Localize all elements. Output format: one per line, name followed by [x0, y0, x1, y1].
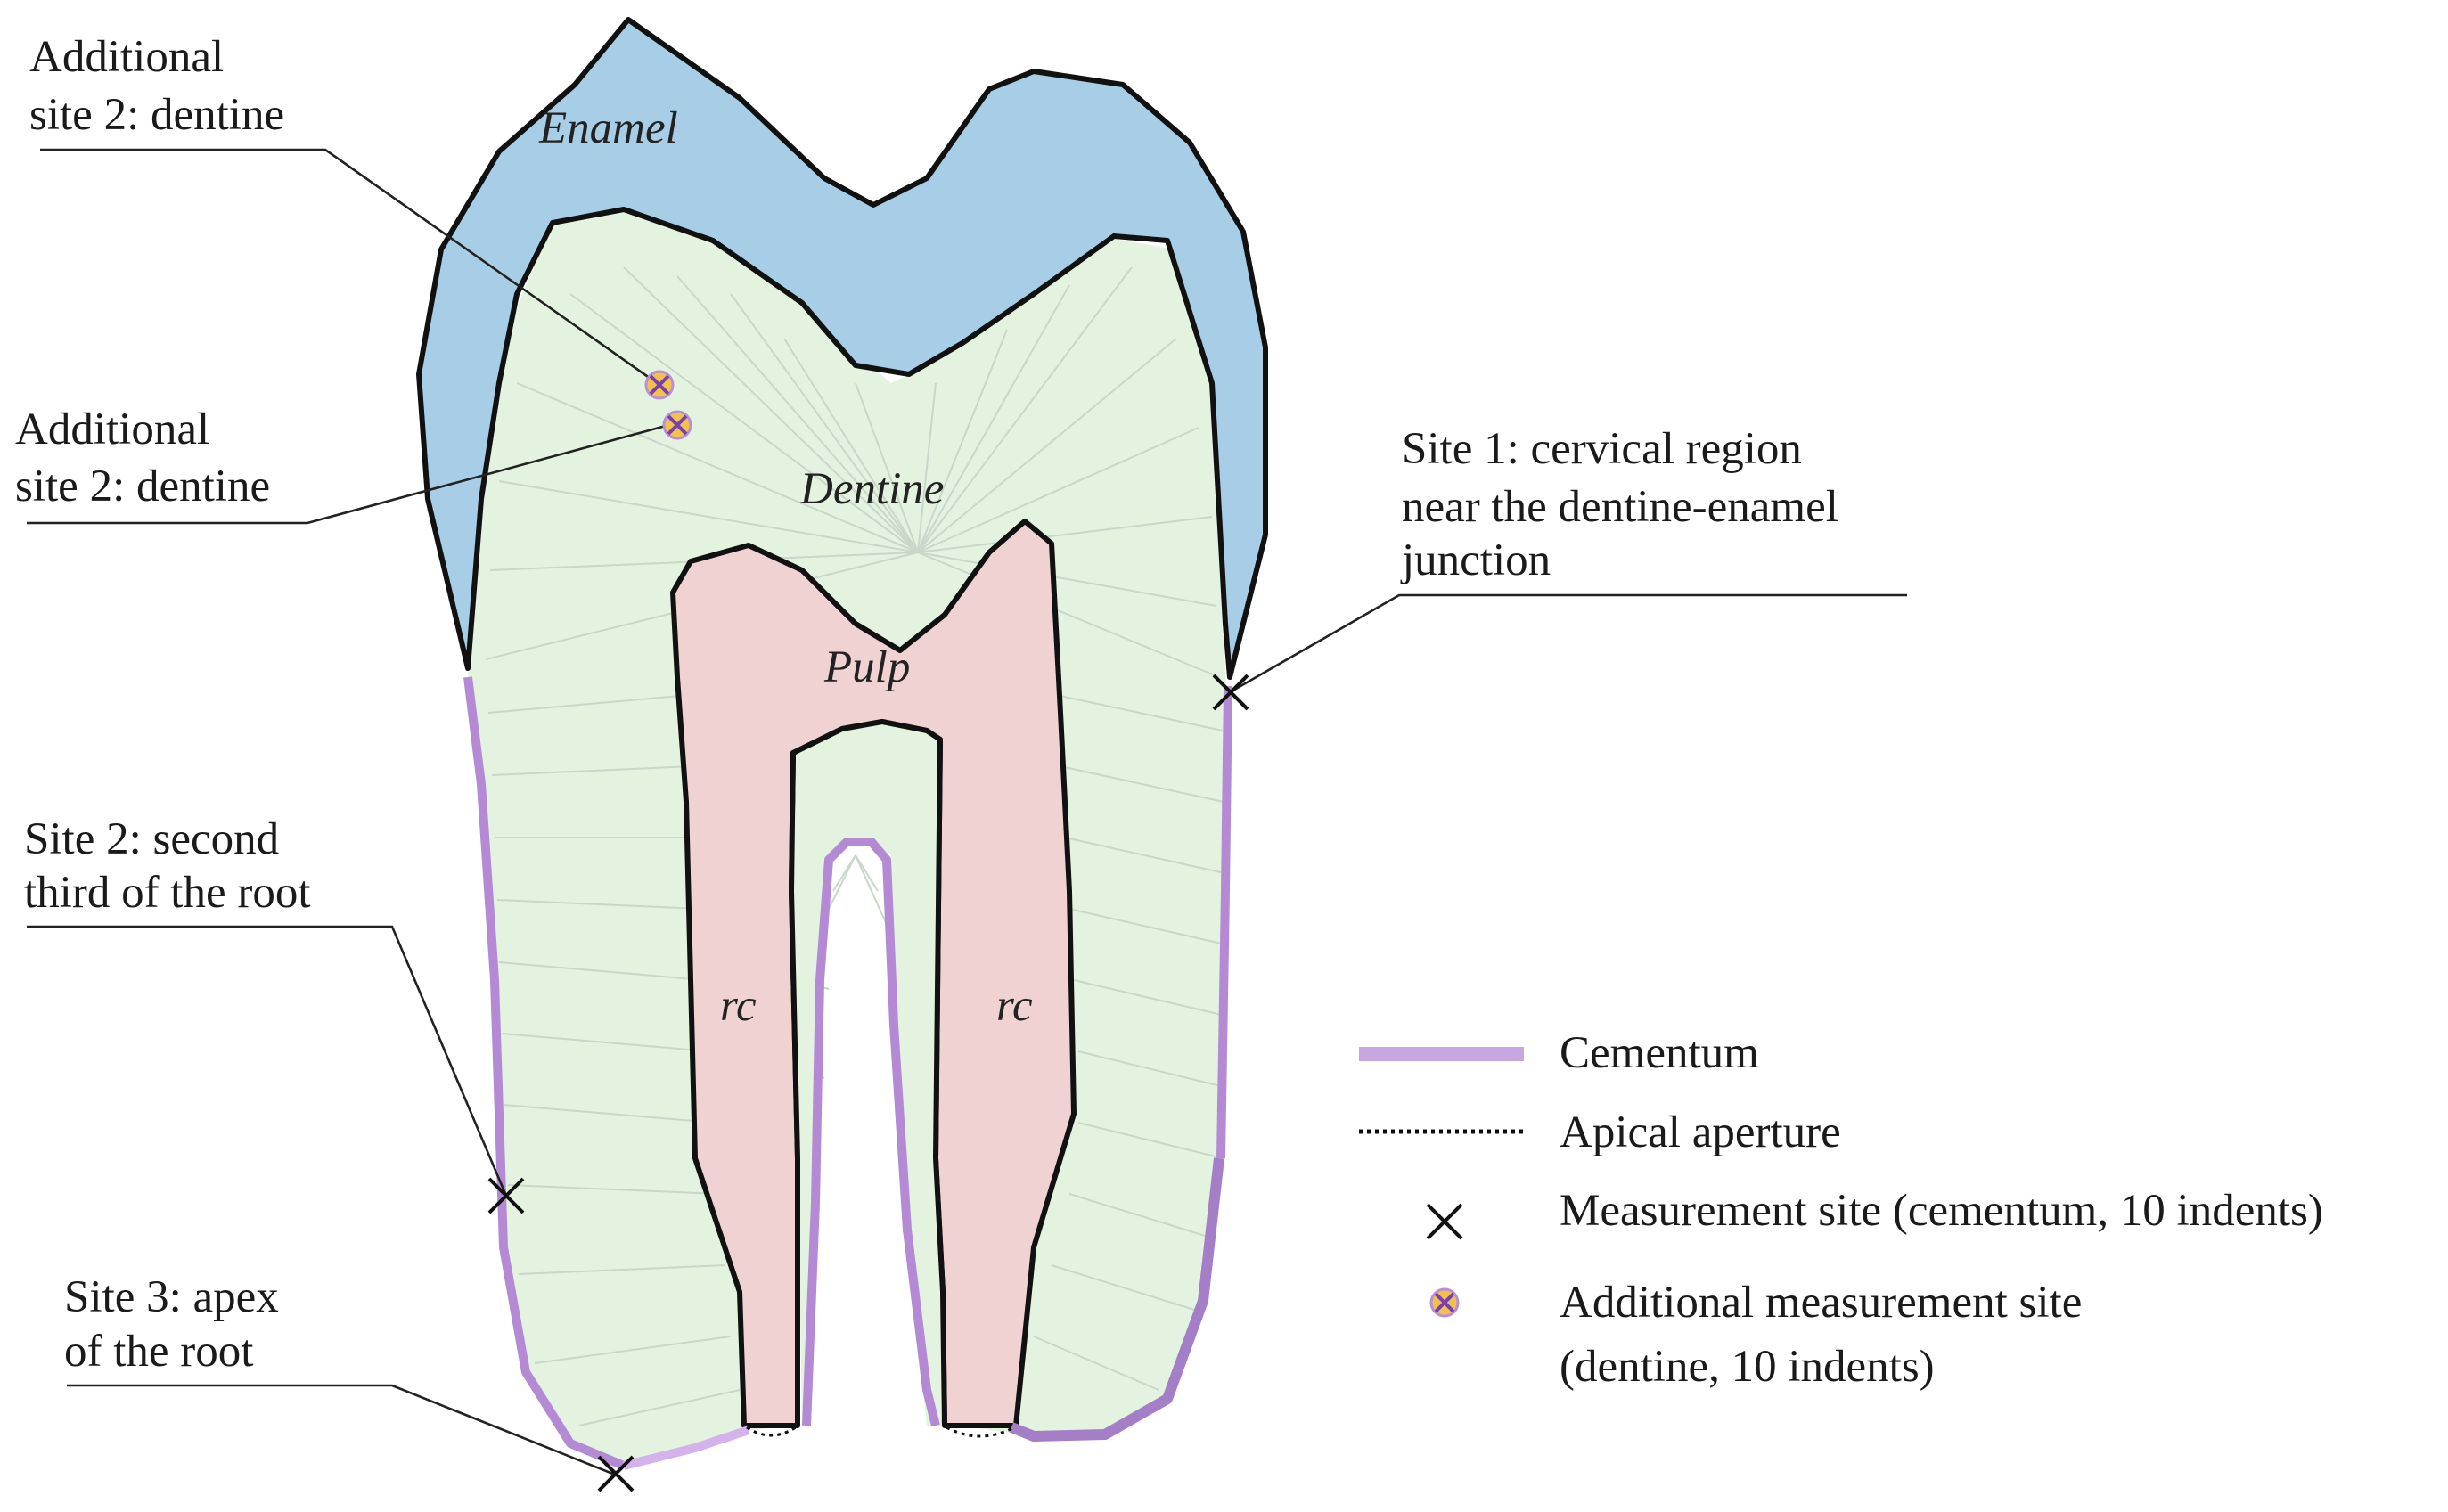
site1-label-line1: Site 1: cervical region: [1402, 424, 1802, 474]
additional-site-upper-label-line2: site 2: dentine: [29, 90, 284, 140]
site1-leader: [1229, 593, 1907, 694]
cementum-left-apex: [622, 1426, 750, 1470]
dentinal-tubules: [485, 266, 1226, 1426]
root-canal-left-label: rc: [720, 981, 757, 1031]
site2-measurement-marker: [487, 1177, 525, 1214]
legend-additional-site-icon: [1429, 1287, 1460, 1318]
site3-measurement-marker: [597, 1455, 635, 1492]
legend-apical-aperture-label: Apical aperture: [1560, 1107, 1841, 1157]
pulp-label: Pulp: [823, 642, 910, 692]
enamel-label: Enamel: [538, 103, 678, 153]
additional-site-lower-label-line2: site 2: dentine: [15, 462, 270, 511]
additional-site-upper-label-line1: Additional: [29, 32, 224, 82]
enamel-region: [416, 17, 1268, 680]
legend-additional-site-label-line1: Additional measurement site: [1560, 1278, 2082, 1328]
dentine-label: Dentine: [799, 464, 944, 514]
site3-label-line2: of the root: [64, 1327, 253, 1377]
legend: Cementum Apical aperture Measurement sit…: [1359, 1028, 2323, 1392]
legend-cementum-label: Cementum: [1560, 1028, 1759, 1078]
site3-leader: [67, 1384, 616, 1476]
interradicular-cementum: [802, 838, 940, 1427]
additional-measurement-marker-2: [662, 410, 692, 440]
additional-site-lower-label-line1: Additional: [15, 405, 209, 454]
root-septum: [791, 722, 945, 1426]
cementum-right: [1216, 685, 1232, 1159]
site1-label-line2: near the dentine-enamel: [1402, 482, 1838, 532]
legend-additional-site-label-line2: (dentine, 10 indents): [1560, 1342, 1935, 1392]
root-septum-outline: [789, 719, 947, 1426]
site2-label-line1: Site 2: second: [24, 814, 279, 864]
apical-aperture-left: [746, 1426, 797, 1437]
additional-measurement-marker-1: [644, 370, 675, 400]
cementum-right-lower: [1009, 1157, 1224, 1442]
site2-leader: [27, 925, 508, 1197]
additional-site-lower-leader: [27, 421, 676, 525]
legend-measurement-site-label: Measurement site (cementum, 10 indents): [1560, 1186, 2323, 1236]
legend-measurement-site-icon: [1426, 1203, 1463, 1240]
cementum-left: [463, 676, 626, 1470]
site1-measurement-marker: [1212, 674, 1249, 711]
additional-site-upper-leader: [40, 148, 660, 387]
apical-aperture-right: [946, 1426, 1015, 1438]
site3-label-line1: Site 3: apex: [64, 1272, 279, 1322]
root-canal-right-label: rc: [996, 981, 1033, 1031]
site2-label-line2: third of the root: [24, 868, 311, 918]
site1-label-line3: junction: [1400, 535, 1551, 585]
